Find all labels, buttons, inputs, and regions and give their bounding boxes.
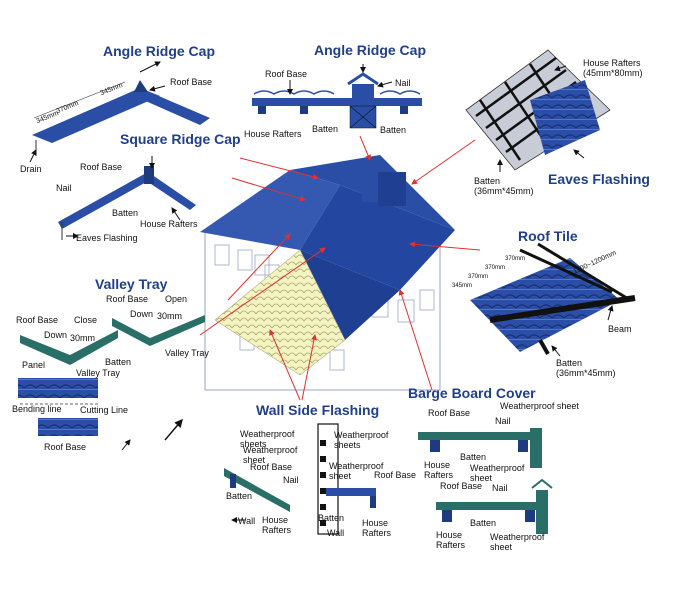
label-roof-base: Roof Base xyxy=(428,408,471,418)
pointer-lines xyxy=(199,135,481,401)
label-batten-size: Batten (36mm*45mm) xyxy=(556,358,616,378)
label-weatherproof-sheet: Weatherproof sheet xyxy=(470,463,525,483)
label-weatherproof-sheet: Weatherproof sheet xyxy=(500,401,579,411)
label-close: Close xyxy=(74,315,98,325)
label-open: Open xyxy=(165,294,188,304)
label-batten-size: Batten (36mm*45mm) xyxy=(474,176,534,196)
label-roof-base: Roof Base xyxy=(16,315,59,325)
label-weatherproof-sheets: Weatherproof sheets xyxy=(334,430,389,450)
barge-board-illustration xyxy=(418,428,553,534)
title-valley-tray: Valley Tray xyxy=(95,276,168,292)
label-down: Down xyxy=(44,330,68,340)
label-roof-base: Roof Base xyxy=(44,442,87,452)
house-illustration xyxy=(200,155,455,391)
title-eaves-flashing: Eaves Flashing xyxy=(548,171,650,187)
label-drain: Drain xyxy=(20,164,42,174)
title-wall-side: Wall Side Flashing xyxy=(256,402,380,418)
label-roof-base: Roof Base xyxy=(106,294,149,304)
label-nail: Nail xyxy=(495,416,511,426)
label-roof-base: Roof Base xyxy=(80,162,123,172)
label-weatherproof-sheets: Weatherproof sheets xyxy=(240,429,295,449)
label-dim-370-c: 370mm xyxy=(468,274,489,280)
wall-side-illustration xyxy=(224,423,376,535)
label-dim-30mm: 30mm xyxy=(70,333,96,343)
label-down: Down xyxy=(130,309,154,319)
label-weatherproof-sheet: Weatherproof sheet xyxy=(490,532,545,552)
title-square-ridge: Square Ridge Cap xyxy=(120,131,241,147)
title-barge-board: Barge Board Cover xyxy=(408,385,536,401)
label-house-rafters: House Rafters xyxy=(362,518,392,538)
label-nail: Nail xyxy=(395,78,411,88)
label-roof-base: Roof Base xyxy=(265,69,308,79)
label-house-rafters: House Rafters xyxy=(436,530,466,550)
label-nail: Nail xyxy=(492,483,508,493)
title-angle-ridge-left: Angle Ridge Cap xyxy=(103,43,216,59)
label-nail: Nail xyxy=(283,475,299,485)
label-roof-base: Roof Base xyxy=(250,462,293,472)
label-dim-370-b: 370mm xyxy=(485,265,506,271)
label-wall: Wall xyxy=(238,516,256,526)
label-dim-370: 370mm xyxy=(505,256,526,262)
label-batten: Batten xyxy=(318,513,345,523)
roof-tile-illustration xyxy=(470,242,636,357)
eaves-flashing-illustration xyxy=(465,49,611,172)
label-dim-345-c: 345mm xyxy=(452,283,473,289)
label-house-rafters: House Rafters xyxy=(140,219,198,229)
label-batten: Batten xyxy=(470,518,497,528)
label-nail: Nail xyxy=(56,183,72,193)
label-house-rafters: House Rafters xyxy=(424,460,454,480)
label-batten: Batten xyxy=(226,491,253,501)
title-roof-tile: Roof Tile xyxy=(518,228,578,244)
label-batten: Batten xyxy=(312,124,339,134)
label-batten: Batten xyxy=(460,452,487,462)
square-ridge-illustration xyxy=(58,156,196,240)
label-roof-base: Roof Base xyxy=(440,481,483,491)
label-panel: Panel xyxy=(22,360,46,370)
label-dim-30mm: 30mm xyxy=(157,311,183,321)
label-house-rafters: House Rafters xyxy=(262,515,292,535)
valley-tray-illustration xyxy=(18,315,205,451)
label-cutting-line: Cutting Line xyxy=(80,405,129,415)
label-batten: Batten xyxy=(105,357,132,367)
label-house-rafters: House Rafters xyxy=(244,129,302,139)
label-weatherproof-sheet: Weatherproof sheet xyxy=(243,445,298,465)
label-roof-base: Roof Base xyxy=(170,77,213,87)
label-batten: Batten xyxy=(380,125,407,135)
title-angle-ridge-top: Angle Ridge Cap xyxy=(314,42,427,58)
label-beam: Beam xyxy=(608,324,632,334)
label-valley-tray: Valley Tray xyxy=(76,368,120,378)
label-valley-tray: Valley Tray xyxy=(165,348,209,358)
angle-ridge-left-illustration xyxy=(29,61,210,163)
label-weatherproof-sheet: Weatherproof sheet xyxy=(329,461,384,481)
label-wall: Wall xyxy=(327,528,345,538)
angle-ridge-top-illustration xyxy=(252,64,422,129)
label-house-rafters-size: House Rafters (45mm*80mm) xyxy=(583,58,643,78)
label-eaves-flashing: Eaves Flashing xyxy=(76,233,138,243)
label-roof-base: Roof Base xyxy=(374,470,417,480)
label-batten: Batten xyxy=(112,208,139,218)
label-bending-line: Bending line xyxy=(12,404,62,414)
